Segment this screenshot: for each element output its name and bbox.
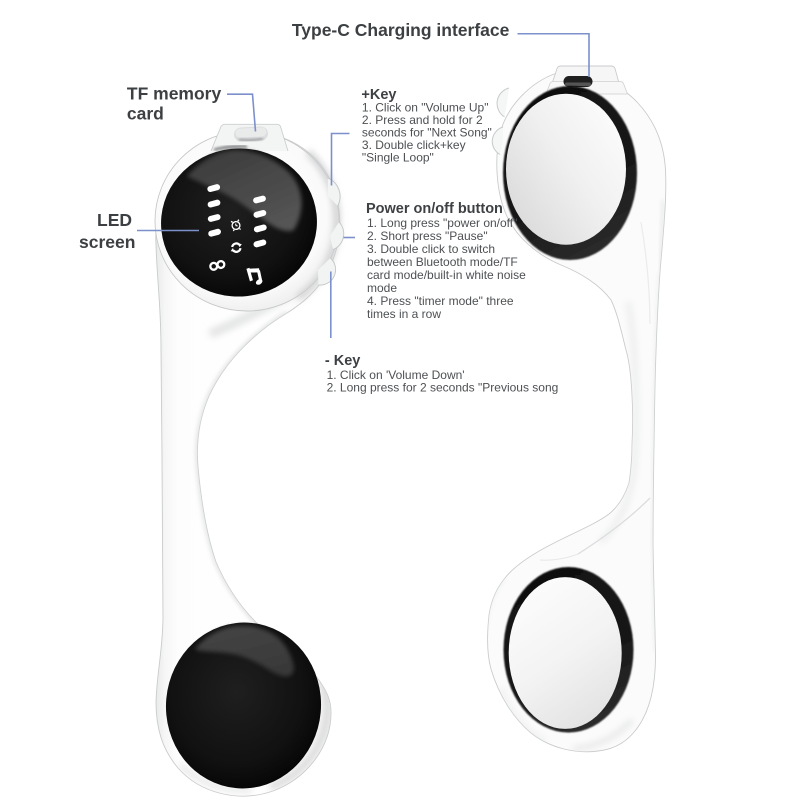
svg-text:card: card (127, 104, 164, 124)
svg-text:Power on/off button: Power on/off button (366, 201, 503, 217)
svg-text:LED: LED (97, 210, 132, 230)
svg-text:1. Long press "power on/off": 1. Long press "power on/off" (367, 216, 517, 230)
svg-text:"Single Loop": "Single Loop" (362, 150, 434, 164)
svg-text:card mode/built-in white noise: card mode/built-in white noise (367, 268, 526, 282)
svg-text:+Key: +Key (361, 87, 396, 103)
svg-text:Type-C Charging interface: Type-C Charging interface (292, 20, 510, 40)
svg-text:between Bluetooth mode/TF: between Bluetooth mode/TF (367, 255, 518, 269)
svg-text:2. Press and hold for 2: 2. Press and hold for 2 (362, 113, 483, 127)
svg-text:3. Double click to switch: 3. Double click to switch (367, 242, 495, 256)
svg-text:2. Long press for 2 seconds "P: 2. Long press for 2 seconds "Previous so… (327, 380, 559, 394)
svg-text:- Key: - Key (325, 353, 360, 369)
svg-text:mode: mode (367, 281, 397, 295)
svg-text:1. Click on "Volume Up": 1. Click on "Volume Up" (362, 100, 489, 114)
svg-text:1. Click on 'Volume Down': 1. Click on 'Volume Down' (327, 368, 465, 382)
svg-text:screen: screen (79, 232, 135, 252)
svg-text:2. Short press "Pause": 2. Short press "Pause" (367, 229, 488, 243)
svg-text:4. Press "timer mode" three: 4. Press "timer mode" three (367, 294, 514, 308)
svg-text:times in a row: times in a row (367, 307, 441, 321)
svg-text:3. Double click+key: 3. Double click+key (362, 138, 466, 152)
svg-text:seconds for "Next Song": seconds for "Next Song" (362, 126, 492, 140)
svg-text:TF memory: TF memory (127, 84, 222, 104)
